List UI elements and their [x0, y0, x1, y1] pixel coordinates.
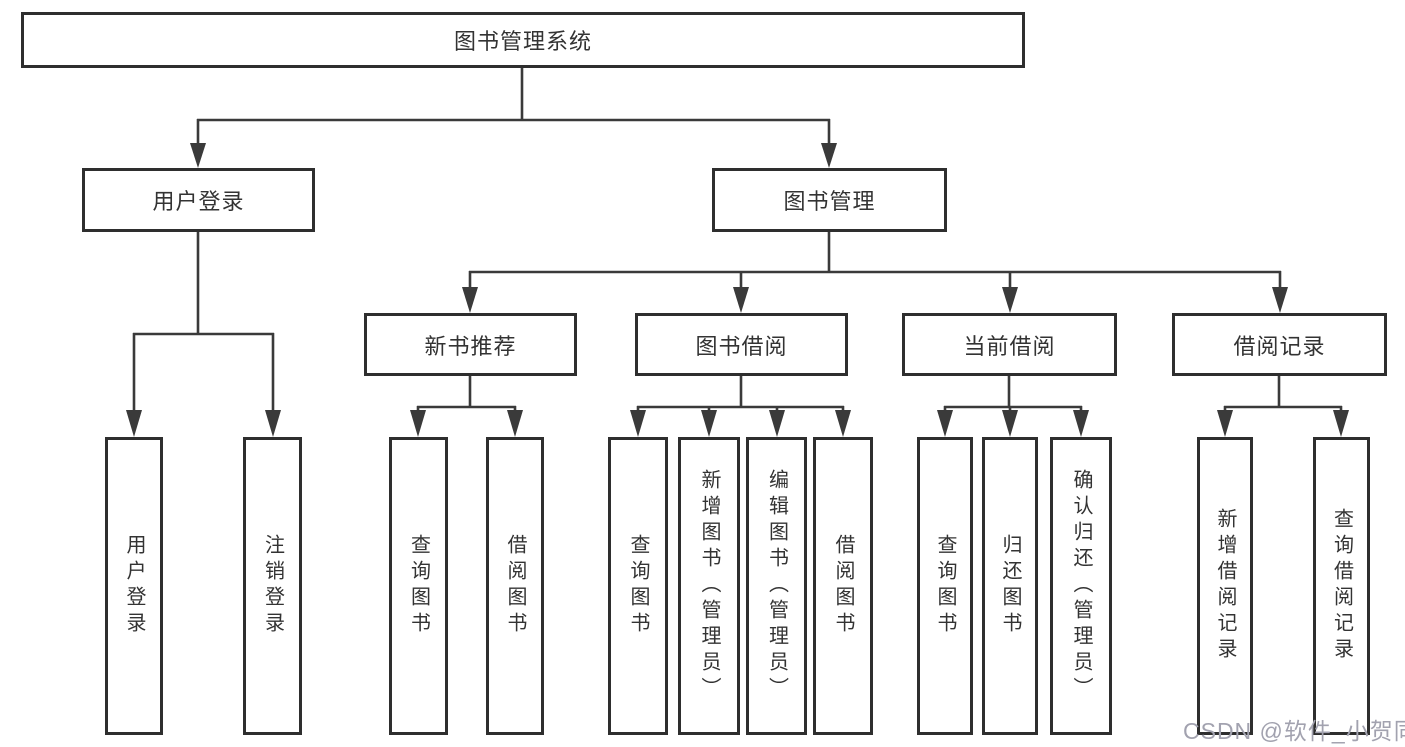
- arrowhead-down-icon: [126, 410, 142, 437]
- node-label: 用户登录: [152, 189, 245, 214]
- leaf-query-books-1: 查询图书: [389, 437, 448, 735]
- node-book-management: 图书管理: [712, 168, 947, 232]
- arrowhead-down-icon: [630, 410, 646, 437]
- leaf-label: 查询图书: [934, 534, 956, 638]
- leaf-return-books: 归还图书: [982, 437, 1038, 735]
- arrowhead-down-icon: [1002, 410, 1018, 437]
- leaf-label: 新增图书（管理员）: [698, 469, 720, 703]
- node-label: 当前借阅: [963, 333, 1056, 359]
- arrowhead-down-icon: [821, 143, 837, 168]
- arrowhead-down-icon: [462, 287, 478, 313]
- leaf-borrow-books-2: 借阅图书: [813, 437, 873, 735]
- arrowhead-down-icon: [701, 410, 717, 437]
- arrowhead-down-icon: [835, 410, 851, 437]
- leaf-user-login: 用户登录: [105, 437, 163, 735]
- leaf-add-borrow-record: 新增借阅记录: [1197, 437, 1253, 735]
- node-label: 借阅记录: [1233, 333, 1326, 359]
- arrowhead-down-icon: [1272, 287, 1288, 313]
- arrowhead-down-icon: [265, 410, 281, 437]
- node-book-borrow: 图书借阅: [635, 313, 848, 376]
- leaf-label: 确认归还（管理员）: [1070, 469, 1092, 703]
- leaf-label: 新增借阅记录: [1214, 508, 1236, 664]
- arrowhead-down-icon: [1217, 410, 1233, 437]
- arrowhead-down-icon: [1073, 410, 1089, 437]
- leaf-label: 用户登录: [123, 534, 145, 638]
- node-label: 图书借阅: [695, 333, 788, 359]
- node-label: 新书推荐: [424, 333, 517, 359]
- leaf-edit-books-admin: 编辑图书（管理员）: [746, 437, 807, 735]
- node-borrow-record: 借阅记录: [1172, 313, 1387, 376]
- csdn-watermark: CSDN @软件_小贺同学: [1183, 718, 1405, 744]
- node-label: 图书管理: [783, 189, 876, 214]
- leaf-label: 注销登录: [261, 534, 284, 638]
- leaf-add-books-admin: 新增图书（管理员）: [678, 437, 740, 735]
- leaf-label: 查询借阅记录: [1330, 508, 1353, 664]
- node-user-login: 用户登录: [82, 168, 315, 232]
- arrowhead-down-icon: [733, 287, 749, 313]
- leaf-label: 查询图书: [407, 534, 430, 638]
- arrowhead-down-icon: [1002, 287, 1018, 313]
- arrowhead-down-icon: [507, 410, 523, 437]
- arrowhead-down-icon: [769, 410, 785, 437]
- arrowhead-down-icon: [937, 410, 953, 437]
- leaf-logout: 注销登录: [243, 437, 302, 735]
- arrowhead-down-icon: [190, 143, 206, 168]
- leaf-query-books-3: 查询图书: [917, 437, 973, 735]
- node-label: 图书管理系统: [453, 29, 592, 54]
- arrowhead-down-icon: [410, 410, 426, 437]
- node-new-book-recommend: 新书推荐: [364, 313, 577, 376]
- node-current-borrow: 当前借阅: [902, 313, 1117, 376]
- arrowhead-down-icon: [1333, 410, 1349, 437]
- leaf-label: 查询图书: [627, 534, 649, 638]
- leaf-borrow-books-1: 借阅图书: [486, 437, 544, 735]
- leaf-query-borrow-record: 查询借阅记录: [1313, 437, 1370, 735]
- leaf-query-books-2: 查询图书: [608, 437, 668, 735]
- leaf-confirm-return-admin: 确认归还（管理员）: [1050, 437, 1112, 735]
- leaf-label: 借阅图书: [504, 534, 526, 638]
- leaf-label: 借阅图书: [832, 534, 854, 638]
- leaf-label: 归还图书: [999, 534, 1021, 638]
- leaf-label: 编辑图书（管理员）: [765, 469, 788, 703]
- node-root-library-system: 图书管理系统: [21, 12, 1025, 68]
